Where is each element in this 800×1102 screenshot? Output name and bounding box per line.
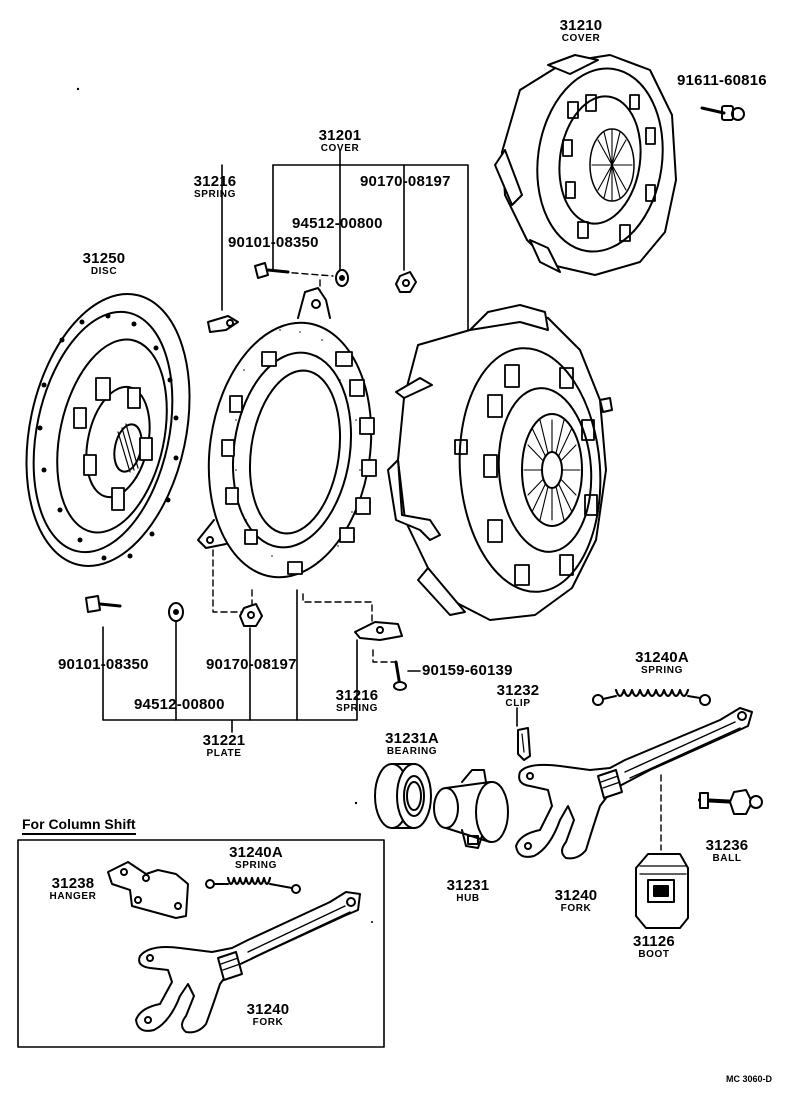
column-spring-illustration bbox=[205, 876, 301, 894]
spring-clip-upper bbox=[207, 315, 239, 333]
reference-code: MC 3060-D bbox=[726, 1074, 773, 1084]
stray-dots bbox=[76, 87, 373, 923]
ball-illustration bbox=[698, 789, 763, 815]
spring-clip-lower bbox=[354, 621, 403, 641]
plate-illustration bbox=[197, 287, 377, 579]
column-shift-title: For Column Shift bbox=[22, 816, 136, 835]
nut-top-illustration bbox=[395, 271, 417, 293]
disc-illustration bbox=[25, 293, 191, 567]
label-washer-top: 94512-00800 bbox=[292, 215, 383, 232]
hanger-illustration bbox=[107, 861, 189, 919]
label-washer-bottom: 94512-00800 bbox=[134, 696, 225, 713]
label-bolt-bottom: 90101-08350 bbox=[58, 656, 149, 673]
bolt-illustration bbox=[700, 105, 745, 121]
label-bolt-top: 90101-08350 bbox=[228, 234, 319, 251]
leader-lines bbox=[102, 149, 518, 733]
hub-illustration bbox=[433, 769, 509, 849]
clip-illustration bbox=[517, 727, 531, 761]
release-spring-illustration bbox=[592, 688, 711, 706]
cover-illustration bbox=[387, 304, 613, 621]
bearing-illustration bbox=[374, 763, 432, 829]
label-nut-bottom: 90170-08197 bbox=[206, 656, 297, 673]
column-fork-illustration bbox=[135, 891, 361, 1034]
screw-illustration bbox=[393, 660, 407, 691]
column-shift-box bbox=[17, 839, 385, 1048]
cover-assembly-illustration bbox=[494, 54, 677, 276]
washer-top-illustration bbox=[335, 269, 349, 287]
label-nut-top-right: 90170-08197 bbox=[360, 173, 451, 190]
label-cover-bolt: 91611-60816 bbox=[677, 72, 767, 89]
boot-illustration bbox=[635, 853, 689, 929]
dashed-lines bbox=[212, 271, 662, 851]
nut-bottom-illustration bbox=[239, 603, 263, 627]
label-screw: 90159-60139 bbox=[422, 662, 513, 679]
washer-bottom-illustration bbox=[168, 602, 184, 622]
bolt-top-illustration bbox=[254, 262, 290, 279]
bolt-bottom-illustration bbox=[85, 595, 122, 613]
fork-illustration bbox=[515, 707, 753, 860]
